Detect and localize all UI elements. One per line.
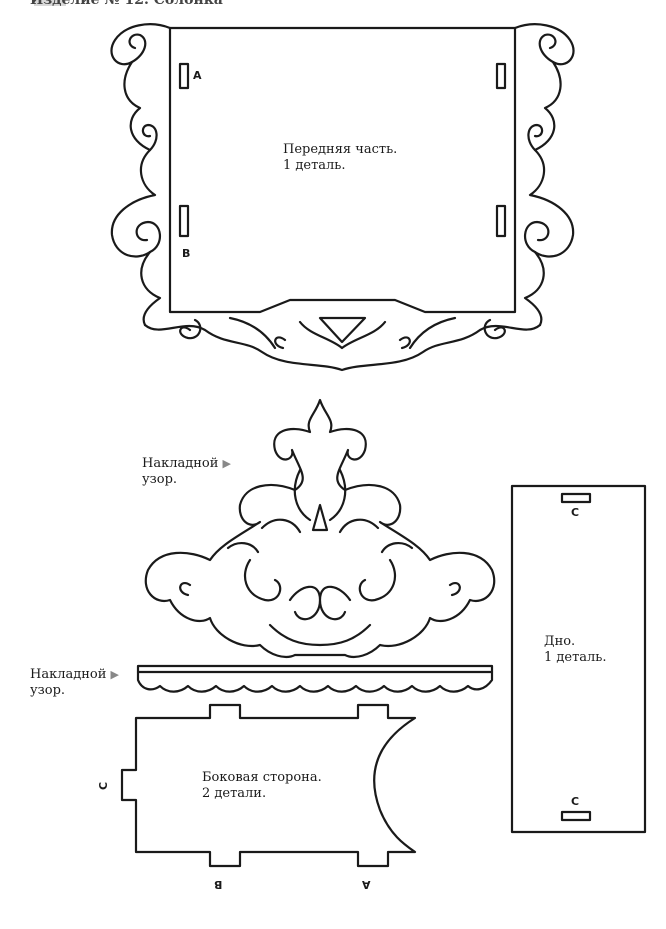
pointer-arrow-icon: ▶ xyxy=(110,668,119,681)
front-mark-b: В xyxy=(182,247,191,260)
front-label: Передняя часть. 1 деталь. xyxy=(283,142,397,174)
bottom-label-line2: 1 деталь. xyxy=(544,650,607,665)
front-left-scroll xyxy=(128,33,161,254)
bottom-label-line1: Дно. xyxy=(544,634,576,649)
side-label: Боковая сторона. 2 детали. xyxy=(202,770,322,802)
overlay-large-label-line1: Накладной ▶ xyxy=(142,456,231,471)
side-mark-a: А xyxy=(362,878,371,891)
overlay-large-inner xyxy=(179,468,461,647)
front-right-ornament xyxy=(513,23,575,327)
overlay-large-leaves xyxy=(226,518,414,554)
side-panel-outline xyxy=(120,703,417,868)
side-panel xyxy=(120,703,417,868)
overlay-large-label: Накладной ▶ узор. xyxy=(142,456,231,488)
overlay-strip-label-line1: Накладной ▶ xyxy=(30,667,119,682)
front-bottom-swirls xyxy=(179,318,506,350)
side-mark-c: С xyxy=(97,781,111,791)
front-slot-b-right xyxy=(495,204,507,238)
front-slot-a-left xyxy=(178,62,190,90)
overlay-pattern-strip xyxy=(136,664,494,693)
overlay-large-outline xyxy=(144,398,496,659)
side-label-line1: Боковая сторона. xyxy=(202,770,322,785)
bottom-slot-top xyxy=(560,492,592,504)
overlay-strip-label: Накладной ▶ узор. xyxy=(30,667,119,699)
overlay-pattern-large xyxy=(144,398,496,659)
page-header: Изделие № 12. Солонка xyxy=(30,0,223,8)
bottom-mark-c-top: С xyxy=(571,506,580,519)
front-label-line1: Передняя часть. xyxy=(283,142,398,157)
overlay-strip-label-line2: узор. xyxy=(30,683,66,698)
front-panel xyxy=(110,23,575,372)
overlay-large-label-line2: узор. xyxy=(142,472,178,487)
front-bottom-ornament xyxy=(143,316,542,372)
front-left-ornament xyxy=(110,23,172,327)
front-right-scroll xyxy=(524,33,557,254)
bottom-mark-c-bottom: С xyxy=(571,795,580,808)
bottom-panel xyxy=(510,484,647,834)
bottom-slot-bottom xyxy=(560,810,592,822)
front-inner-frame xyxy=(168,26,517,314)
front-mark-a: А xyxy=(193,69,202,82)
front-label-line2: 1 деталь. xyxy=(283,158,346,173)
side-mark-b: В xyxy=(214,878,223,891)
bottom-label: Дно. 1 деталь. xyxy=(544,634,607,666)
front-slot-a-right xyxy=(495,62,507,90)
pointer-arrow-icon: ▶ xyxy=(222,457,231,470)
header-marker xyxy=(34,0,66,6)
overlay-strip-outline xyxy=(136,664,494,693)
front-slot-b-left xyxy=(178,204,190,238)
side-label-line2: 2 детали. xyxy=(202,786,267,801)
bottom-panel-outline xyxy=(510,484,647,834)
